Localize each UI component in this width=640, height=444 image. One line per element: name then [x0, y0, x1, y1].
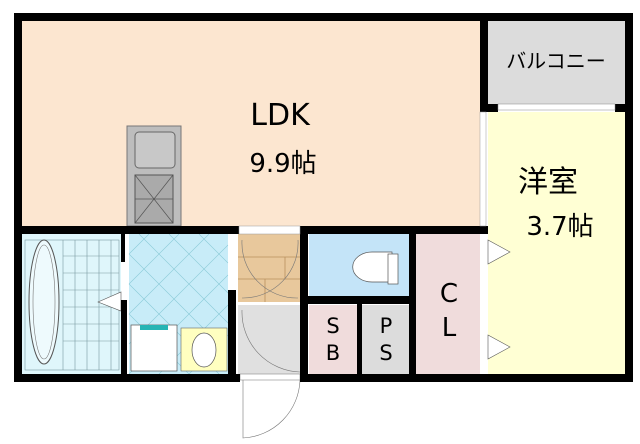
ldk-label: LDK: [250, 98, 311, 133]
bathtub-icon: [28, 239, 60, 365]
closet-label-l: L: [442, 313, 457, 343]
front-door-frame: [239, 373, 301, 381]
closet-door-marker-icon: [487, 334, 511, 360]
wood-floor-pattern: [238, 256, 300, 302]
pipe-space-label-p: P: [380, 314, 393, 338]
bathtub-inner-icon: [32, 244, 56, 360]
sink-icon: [191, 332, 217, 368]
toilet-icon: [352, 251, 393, 283]
sliding-door: [479, 111, 487, 227]
ldk-size-label: 9.9帖: [249, 149, 316, 179]
washer-lid-icon: [140, 325, 168, 330]
kitchen-sink-icon: [134, 131, 176, 169]
hall-door-opening: [238, 225, 301, 235]
pipe-space: [362, 305, 409, 374]
washing-machine-icon: [130, 324, 178, 372]
balcony-window: [497, 103, 616, 111]
stove-grate-icon: [134, 174, 174, 224]
pipe-space-label-s: S: [379, 341, 392, 365]
closet-label-c: C: [440, 279, 458, 309]
closet-door-marker-icon: [487, 239, 511, 265]
door-swing-icon: [241, 239, 299, 299]
western-room-label: 洋室: [518, 165, 578, 200]
storage-box-label-s: S: [326, 314, 339, 338]
closet: [416, 234, 480, 374]
walls: [14, 13, 633, 382]
toilet-tank-icon: [387, 253, 399, 285]
ldk-room: [22, 21, 480, 226]
balcony-label: バルコニー: [506, 49, 606, 73]
storage-box: [309, 305, 357, 374]
balcony-area: [488, 21, 625, 104]
front-door-swing-icon: [242, 379, 301, 439]
entrance: [238, 305, 300, 374]
entrance-door-swing-icon: [241, 309, 301, 373]
storage-box-label-b: B: [326, 341, 340, 365]
western-room-size-label: 3.7帖: [526, 212, 593, 242]
western-room: [488, 112, 625, 374]
